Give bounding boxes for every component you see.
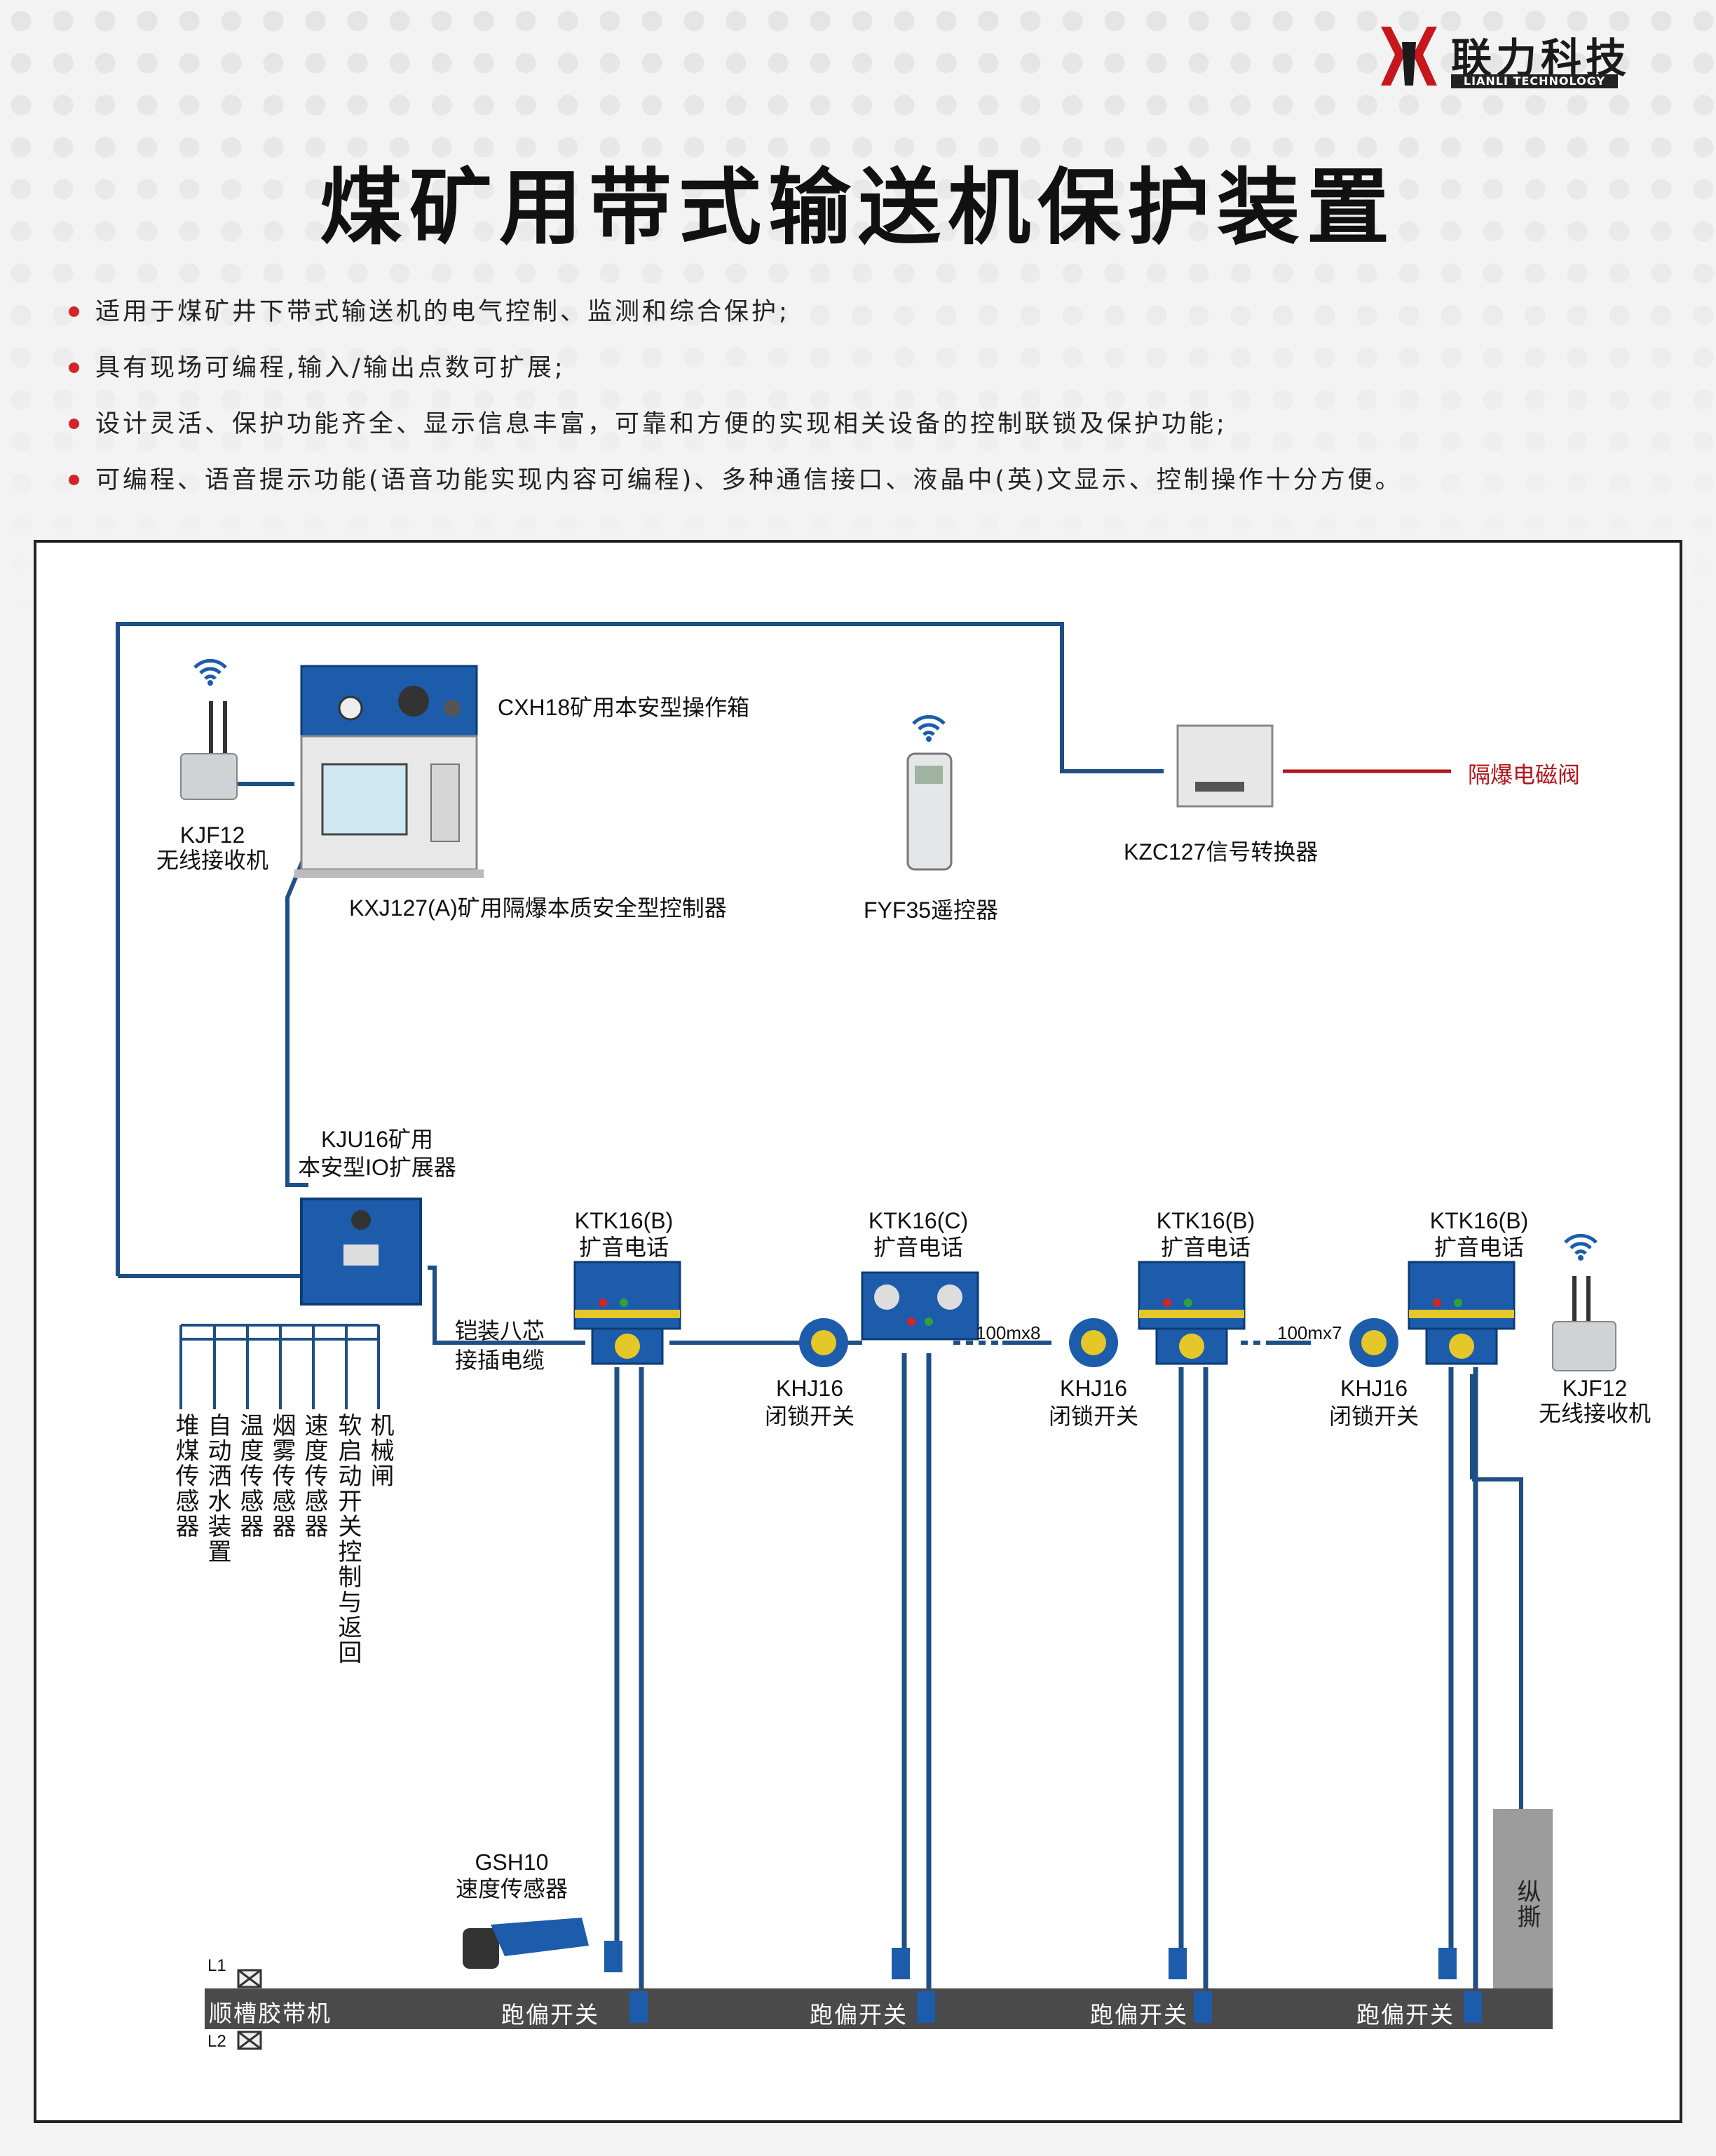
tear-detector	[1493, 1809, 1553, 1988]
distance-label-1: 100mx8	[976, 1322, 1041, 1343]
belt-name: 顺槽胶带机	[209, 2000, 332, 2027]
sensor-label: 堆煤传感器	[171, 1413, 199, 1539]
cxh18-operation-box	[300, 665, 478, 738]
kzc127-converter	[1176, 724, 1274, 808]
sensor-label: 温度传感器	[236, 1413, 264, 1539]
brand-en: LIANLI TECHNOLOGY	[1451, 74, 1618, 88]
ktk16-c-phone	[861, 1271, 979, 1341]
fyf35-label: FYF35遥控器	[864, 897, 999, 923]
valve-label: 隔爆电磁阀	[1468, 762, 1581, 787]
ktk16-b2-label: KTK16(B)扩音电话	[1156, 1208, 1255, 1260]
feature-item: 可编程、语音提示功能(语音功能实现内容可编程)、多种通信接口、液晶中(英)文显示…	[67, 459, 1403, 515]
khj16-switch-1	[799, 1318, 848, 1367]
brand-name: 联力科技	[1451, 34, 1631, 82]
kjf12-left-receiver	[180, 660, 238, 800]
belt-end-markers	[237, 1969, 262, 2050]
ktk16-b3-phone	[1408, 1261, 1516, 1365]
feature-item: 适用于煤矿井下带式输送机的电气控制、监测和综合保护;	[67, 291, 1403, 347]
deviation-switch-label: 跑偏开关	[1090, 2001, 1188, 2028]
kju16-io-expander	[300, 1198, 422, 1306]
kxj127-controller	[294, 735, 484, 878]
kzc127-label: KZC127信号转换器	[1124, 839, 1319, 865]
tear-link	[1472, 1477, 1523, 1809]
page-title: 煤矿用带式输送机保护装置	[319, 159, 1396, 256]
ktk16-c-label: KTK16(C)扩音电话	[868, 1208, 969, 1260]
belt-l2-label: L2	[207, 2032, 226, 2051]
sensor-label: 烟雾传感器	[268, 1413, 296, 1539]
cable-label: 铠装八芯接插电缆	[454, 1318, 545, 1373]
gsh10-speed-sensor	[463, 1918, 589, 1969]
khj16-switch-3	[1349, 1318, 1398, 1367]
sensor-wires	[179, 1324, 380, 1409]
ktk16-b1-label: KTK16(B)扩音电话	[574, 1208, 674, 1260]
deviation-switches	[604, 1941, 1482, 2023]
cable-link	[428, 1266, 585, 1345]
belt-l1-label: L1	[207, 1956, 226, 1975]
kju16-label: KJU16矿用本安型IO扩展器	[298, 1127, 456, 1180]
feature-list: 适用于煤矿井下带式输送机的电气控制、监测和综合保护; 具有现场可编程,输入/输出…	[67, 291, 1403, 515]
belt-conveyor	[205, 1988, 1553, 2029]
feature-item: 设计灵活、保护功能齐全、显示信息丰富，可靠和方便的实现相关设备的控制联锁及保护功…	[67, 403, 1403, 459]
khj16-switch-2	[1069, 1318, 1118, 1367]
drop-lines	[614, 1353, 1478, 1991]
ktk16-b2-phone	[1138, 1261, 1246, 1365]
sensor-label: 机械闸	[366, 1413, 394, 1489]
kjf12-right-receiver	[1552, 1235, 1616, 1371]
feature-item: 具有现场可编程,输入/输出点数可扩展;	[67, 347, 1403, 403]
lianli-logo-icon	[1381, 27, 1437, 86]
deviation-switch-label: 跑偏开关	[1356, 2001, 1455, 2028]
deviation-switch-label: 跑偏开关	[810, 2001, 908, 2028]
background-pattern	[0, 0, 1716, 631]
ktk16-b3-label: KTK16(B)扩音电话	[1429, 1208, 1529, 1260]
bus-line-top	[116, 622, 1164, 1276]
fyf35-remote	[906, 717, 953, 871]
sensor-label: 速度传感器	[300, 1413, 328, 1539]
kxj127-label: KXJ127(A)矿用隔爆本质安全型控制器	[349, 895, 727, 921]
ktk16-b1-phone	[573, 1261, 681, 1365]
cxh18-label: CXH18矿用本安型操作箱	[498, 695, 750, 720]
brand-logo: 联力科技 LIANLI TECHNOLOGY	[1374, 21, 1654, 91]
sensor-label: 软启动开关控制与返回	[334, 1413, 362, 1665]
distance-label-2: 100mx7	[1277, 1322, 1342, 1343]
sensor-label: 自动洒水装置	[203, 1413, 231, 1564]
deviation-switch-label: 跑偏开关	[501, 2001, 599, 2028]
tear-label: 纵撕	[1513, 1879, 1541, 1930]
